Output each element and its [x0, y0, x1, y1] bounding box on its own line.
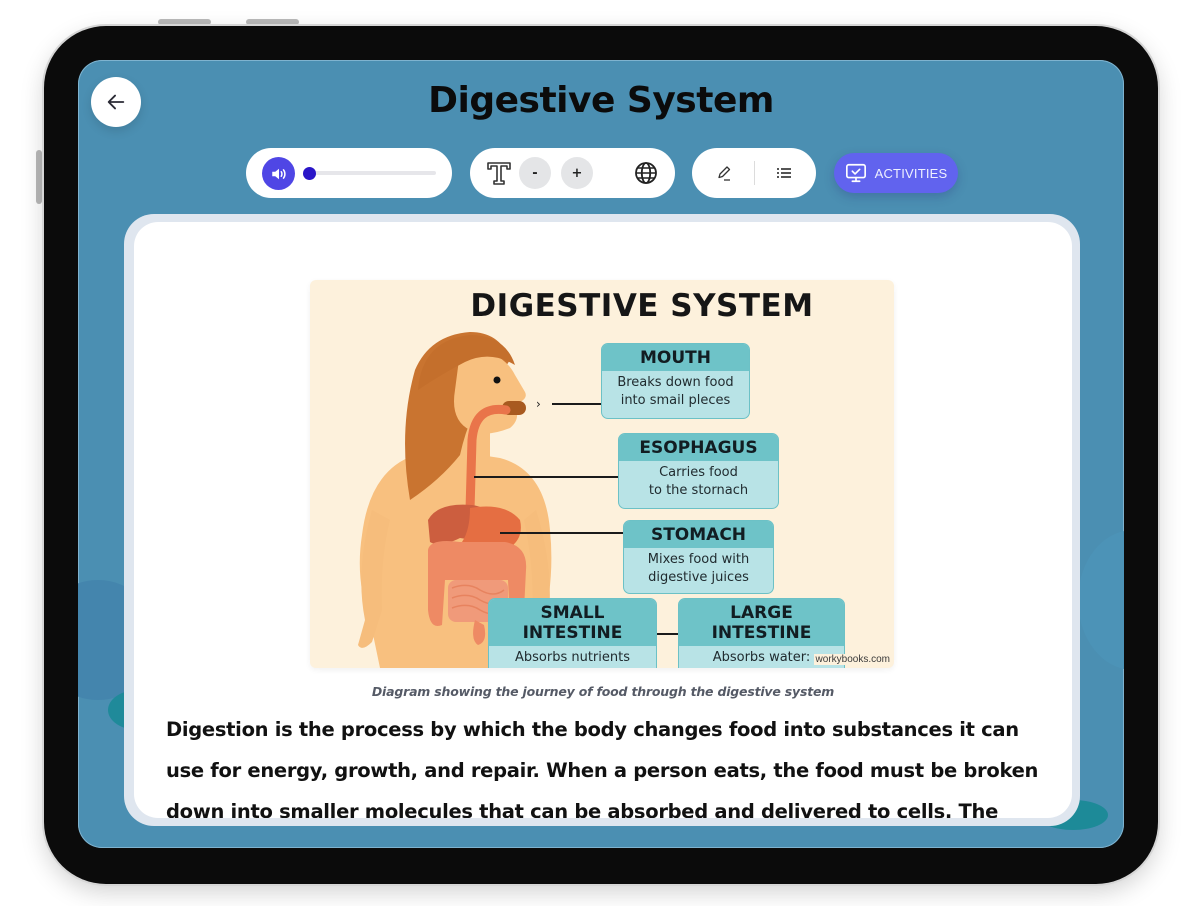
label-large-intestine-description: Absorbs water: forms [712, 650, 811, 665]
lesson-paragraph: Digestion is the process by which the bo… [166, 718, 1039, 818]
stomach-leader-line [500, 532, 624, 534]
monitor-check-icon [845, 163, 866, 183]
play-audio-button[interactable] [262, 157, 295, 190]
diagram-caption: Diagram showing the journey of food thro… [371, 684, 835, 699]
arrow-left-icon [107, 94, 125, 110]
back-button[interactable] [91, 77, 141, 127]
text-size-icon [487, 162, 511, 185]
increase-text-size-button[interactable]: + [561, 157, 593, 189]
tablet-volume-button-2 [246, 19, 299, 25]
page-title: Digestive System [428, 80, 774, 121]
mouth-leader-line [552, 403, 602, 405]
decrease-text-size-button[interactable]: - [519, 157, 551, 189]
label-small-intestine: SMALL INTESTINE Absorbs nutrients from f… [488, 598, 657, 668]
label-esophagus-title: ESOPHAGUS [619, 434, 778, 461]
activities-label: ACTIVITIES [874, 165, 948, 181]
label-stomach-description: Mixes food with digestive juices [647, 552, 750, 585]
audio-progress-thumb[interactable] [303, 167, 316, 180]
tablet-volume-button-1 [158, 19, 211, 25]
esophagus-leader-line [474, 476, 618, 478]
audio-progress-slider[interactable] [304, 171, 436, 175]
label-esophagus: ESOPHAGUS Carries food to the stornach [618, 433, 779, 509]
label-small-intestine-title: SMALL INTESTINE [489, 599, 656, 646]
label-stomach-title: STOMACH [624, 521, 773, 548]
intestine-leader-line [655, 633, 679, 635]
pill-divider [754, 161, 755, 185]
text-controls: - + [470, 148, 675, 198]
tools-pill [692, 148, 816, 198]
label-mouth-title: MOUTH [602, 344, 749, 371]
globe-icon[interactable] [634, 161, 658, 185]
content-card[interactable]: DIGESTIVE SYSTEM [134, 222, 1072, 818]
label-large-intestine-title: LARGE INTESTINE [679, 599, 844, 646]
diagram-title: DIGESTIVE SYSTEM [470, 288, 814, 324]
pen-icon[interactable] [716, 165, 732, 181]
label-mouth-description: Breaks down food into smail pleces [617, 375, 734, 408]
speaker-icon [271, 168, 286, 179]
label-small-intestine-description: Absorbs nutrients from food [514, 650, 630, 665]
image-credit: workybooks.com [813, 654, 892, 665]
label-stomach: STOMACH Mixes food with digestive juices [623, 520, 774, 594]
activities-button[interactable]: ACTIVITIES [834, 153, 958, 193]
digestive-system-diagram: DIGESTIVE SYSTEM [310, 280, 894, 668]
label-mouth: MOUTH Breaks down food into smail pleces [601, 343, 750, 419]
tablet-power-button [36, 150, 42, 204]
app-screen: Digestive System - + [78, 60, 1124, 848]
svg-text:›: › [536, 397, 541, 411]
label-esophagus-description: Carries food to the stornach [648, 465, 749, 498]
list-icon[interactable] [776, 166, 792, 180]
background-shape [1078, 530, 1124, 670]
audio-player [246, 148, 452, 198]
label-large-intestine: LARGE INTESTINE Absorbs water: forms [678, 598, 845, 668]
